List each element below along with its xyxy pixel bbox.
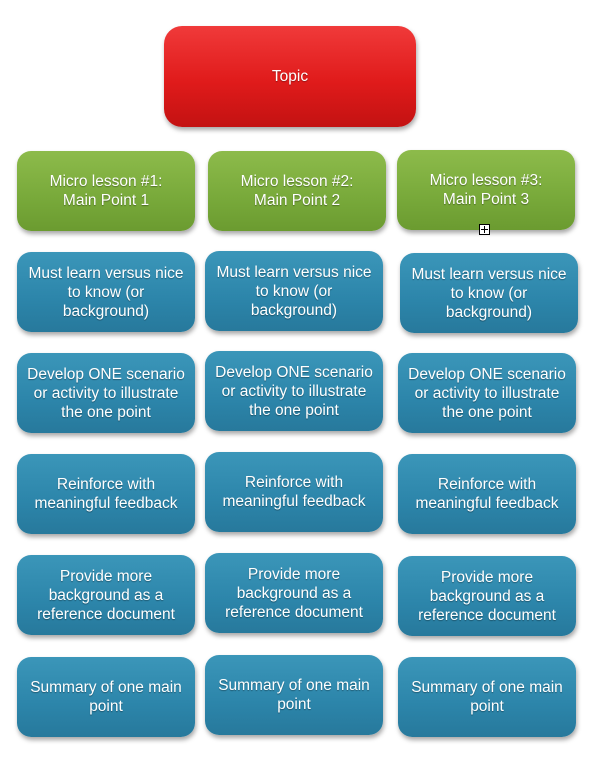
- col2-step-summary[interactable]: Summary of one main point: [205, 655, 383, 735]
- step-line: background as a: [236, 584, 352, 602]
- step-line: to know (or: [450, 284, 528, 302]
- col3-step-must-learn[interactable]: Must learn versus nice to know (or backg…: [400, 253, 578, 333]
- micro-lesson-1-title: Micro lesson #1:: [49, 173, 163, 190]
- col1-step-summary[interactable]: Summary of one main point: [17, 657, 195, 737]
- step-line: reference document: [225, 603, 363, 621]
- step-line: or activity to illustrate: [414, 384, 560, 402]
- step-line: Reinforce with: [244, 474, 344, 491]
- step-line: meaningful feedback: [222, 493, 366, 510]
- col2-step-develop-scenario[interactable]: Develop ONE scenario or activity to illu…: [205, 351, 383, 431]
- step-line: background): [250, 301, 338, 319]
- step-line: to know (or: [255, 282, 333, 300]
- step-line: background as a: [429, 587, 545, 605]
- step-line: the one point: [249, 401, 339, 419]
- col2-step-reference[interactable]: Provide more background as a reference d…: [205, 553, 383, 633]
- micro-lesson-1-box[interactable]: Micro lesson #1: Main Point 1: [17, 151, 195, 231]
- col1-step-must-learn[interactable]: Must learn versus nice to know (or backg…: [17, 252, 195, 332]
- step-line: Summary of one main: [411, 679, 563, 696]
- step-line: the one point: [61, 403, 151, 421]
- plus-box-icon[interactable]: [479, 224, 490, 235]
- step-line: meaningful feedback: [415, 495, 559, 512]
- col1-step-reference[interactable]: Provide more background as a reference d…: [17, 555, 195, 635]
- step-line: reference document: [37, 605, 175, 623]
- step-line: Provide more: [247, 565, 341, 583]
- step-line: Must learn versus nice: [216, 263, 372, 281]
- step-line: Provide more: [59, 567, 153, 585]
- step-line: reference document: [418, 606, 556, 624]
- step-line: Develop ONE scenario: [27, 365, 185, 383]
- micro-lesson-2-box[interactable]: Micro lesson #2: Main Point 2: [208, 151, 386, 231]
- step-line: Provide more: [440, 568, 534, 586]
- step-line: background as a: [48, 586, 164, 604]
- step-line: point: [470, 698, 504, 715]
- topic-box[interactable]: Topic: [164, 26, 416, 127]
- step-line: or activity to illustrate: [33, 384, 179, 402]
- step-line: background): [62, 302, 150, 320]
- step-line: the one point: [442, 403, 532, 421]
- micro-lesson-3-point: Main Point 3: [442, 191, 530, 208]
- step-line: Must learn versus nice: [411, 265, 567, 283]
- col3-step-summary[interactable]: Summary of one main point: [398, 657, 576, 737]
- col3-step-develop-scenario[interactable]: Develop ONE scenario or activity to illu…: [398, 353, 576, 433]
- micro-lesson-3-title: Micro lesson #3:: [429, 172, 543, 189]
- micro-lesson-2-title: Micro lesson #2:: [240, 173, 354, 190]
- col2-step-must-learn[interactable]: Must learn versus nice to know (or backg…: [205, 251, 383, 331]
- col1-step-develop-scenario[interactable]: Develop ONE scenario or activity to illu…: [17, 353, 195, 433]
- col1-step-reinforce[interactable]: Reinforce with meaningful feedback: [17, 454, 195, 534]
- step-line: point: [89, 698, 123, 715]
- step-line: meaningful feedback: [34, 495, 178, 512]
- step-line: point: [277, 696, 311, 713]
- micro-lesson-1-point: Main Point 1: [62, 192, 150, 209]
- step-line: to know (or: [67, 283, 145, 301]
- col2-step-reinforce[interactable]: Reinforce with meaningful feedback: [205, 452, 383, 532]
- step-line: background): [445, 303, 533, 321]
- step-line: Must learn versus nice: [28, 264, 184, 282]
- step-line: Summary of one main: [30, 679, 182, 696]
- col3-step-reference[interactable]: Provide more background as a reference d…: [398, 556, 576, 636]
- micro-lesson-2-point: Main Point 2: [253, 192, 341, 209]
- micro-lesson-3-box[interactable]: Micro lesson #3: Main Point 3: [397, 150, 575, 230]
- step-line: or activity to illustrate: [221, 382, 367, 400]
- step-line: Reinforce with: [56, 476, 156, 493]
- step-line: Develop ONE scenario: [408, 365, 566, 383]
- col3-step-reinforce[interactable]: Reinforce with meaningful feedback: [398, 454, 576, 534]
- topic-label: Topic: [271, 68, 309, 85]
- step-line: Develop ONE scenario: [215, 363, 373, 381]
- step-line: Reinforce with: [437, 476, 537, 493]
- step-line: Summary of one main: [218, 677, 370, 694]
